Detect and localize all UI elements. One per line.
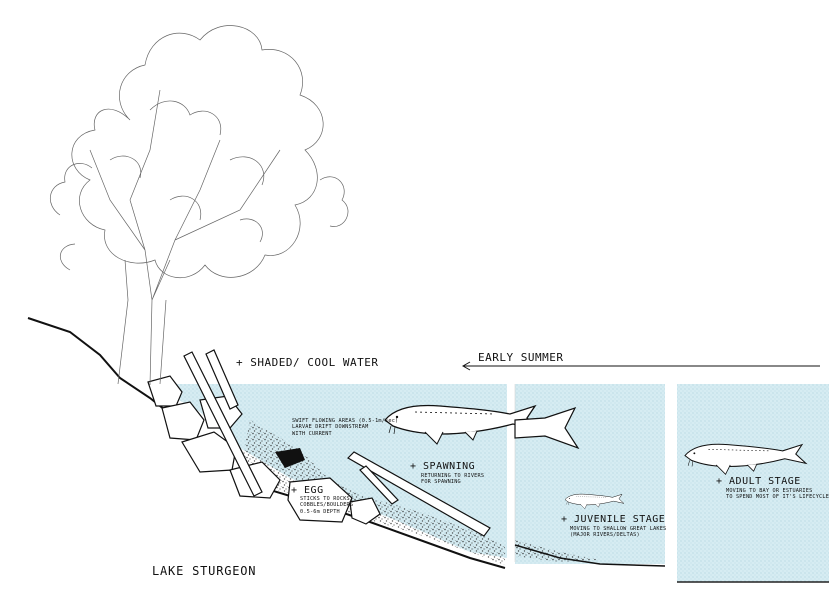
sturgeon-tail-icon	[514, 406, 580, 450]
bay-estuary-water-section	[677, 384, 829, 582]
spawning-title: + SPAWNING	[410, 461, 476, 472]
arrow-left-icon	[461, 361, 820, 371]
egg-title: + EGG	[291, 485, 324, 496]
great-lakes-water-section	[515, 384, 665, 564]
adult-stage-title: + ADULT STAGE	[716, 476, 801, 487]
log-icon	[183, 349, 491, 537]
juvenile-stage-title: + JUVENILE STAGE	[561, 514, 666, 525]
early-summer-label: EARLY SUMMER	[478, 351, 564, 364]
spawning-note: RETURNING TO RIVERS FOR SPAWNING	[421, 473, 485, 486]
egg-note: STICKS TO ROCKS/ COBBLES/BOULDERS 0.5-6m…	[300, 496, 354, 515]
current-note: SWIFT FLOWING AREAS (0.5-1m/sec) LARVAE …	[292, 418, 399, 437]
adult-stage-note: MOVING TO BAY OR ESTUARIES TO SPEND MOST…	[726, 488, 830, 501]
gravel-icon	[240, 420, 505, 565]
juvenile-stage-note: MOVING TO SHALLOW GREAT LAKES (MAJOR RIV…	[570, 526, 667, 539]
species-title: LAKE STURGEON	[152, 564, 257, 578]
shaded-cool-water-label: + SHADED/ COOL WATER	[236, 356, 379, 369]
tree-icon	[50, 25, 349, 386]
